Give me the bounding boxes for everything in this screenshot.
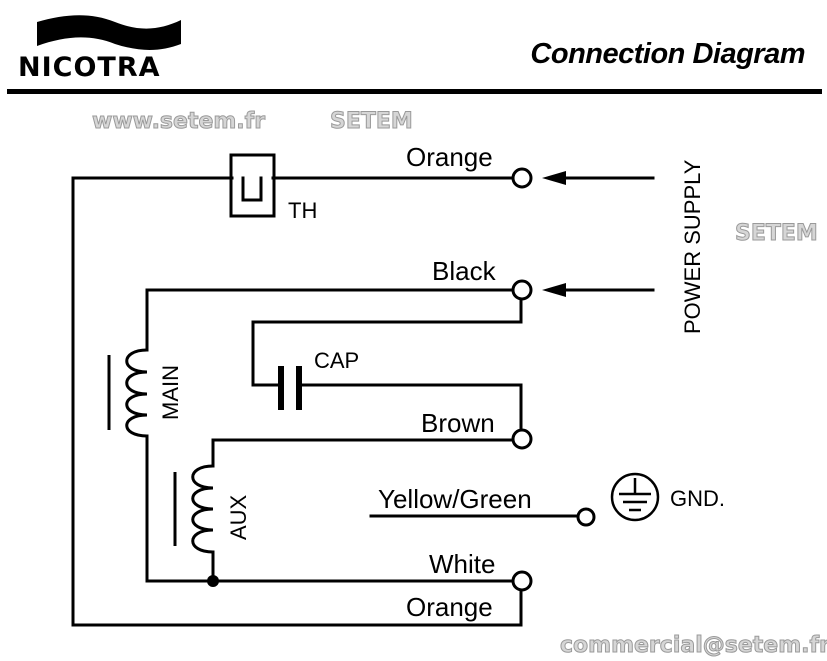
label-yellow-green: Yellow/Green <box>378 484 532 514</box>
label-black: Black <box>432 256 497 286</box>
label-main: MAIN <box>158 365 183 420</box>
label-aux: AUX <box>226 494 251 540</box>
junction-dot <box>207 575 219 587</box>
arrow-left-icon <box>542 283 566 297</box>
capacitor-icon <box>278 366 302 410</box>
arrow-left-icon <box>542 171 566 185</box>
thermal-protector-icon <box>229 153 276 218</box>
terminal-brown <box>511 428 533 450</box>
header: NICOTRA Connection Diagram <box>0 0 827 100</box>
label-gnd: GND. <box>670 486 725 511</box>
logo-wave-icon <box>37 15 181 50</box>
wire-cap-branch <box>251 299 523 387</box>
label-orange-bottom: Orange <box>406 592 493 622</box>
terminal-yellow-green <box>576 507 596 527</box>
label-orange-top: Orange <box>406 142 493 172</box>
nicotra-logo: NICOTRA <box>18 12 188 83</box>
terminal-orange-top <box>511 167 533 189</box>
brand-name: NICOTRA <box>18 52 161 83</box>
wire-black <box>145 288 514 352</box>
aux-winding-icon <box>173 464 214 554</box>
watermark-brand-2: SETEM <box>735 221 818 246</box>
main-winding-icon <box>107 348 148 438</box>
ground-icon <box>610 472 660 522</box>
watermark: www.setem.fr SETEM SETEM commercial@sete… <box>92 109 827 659</box>
terminal-black <box>511 279 533 301</box>
watermark-brand-1: SETEM <box>330 109 413 134</box>
wire-brown <box>211 438 514 468</box>
header-divider <box>7 89 822 94</box>
label-th: TH <box>288 198 317 223</box>
terminal-white <box>511 570 533 592</box>
label-cap: CAP <box>314 348 359 373</box>
label-brown: Brown <box>421 408 495 438</box>
watermark-url: www.setem.fr <box>92 109 265 134</box>
label-power-supply: POWER SUPPLY <box>680 159 705 334</box>
label-white: White <box>429 549 495 579</box>
watermark-email: commercial@setem.fr <box>560 633 827 658</box>
page-title: Connection Diagram <box>530 38 805 70</box>
wire-orange-loop <box>71 176 523 627</box>
